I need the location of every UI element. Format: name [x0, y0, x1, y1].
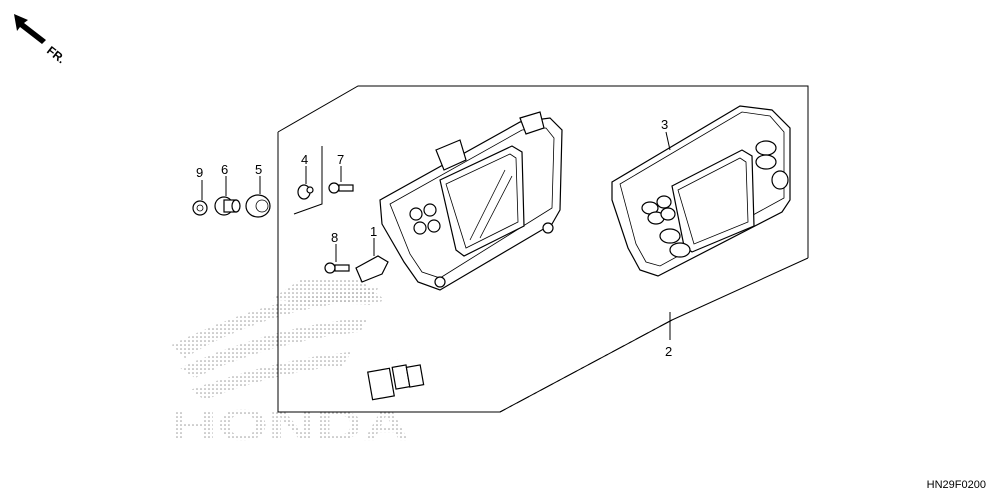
callout-4: 4 [301, 152, 308, 167]
grommet-part-4 [293, 146, 323, 215]
callout-5: 5 [255, 162, 262, 177]
collar-part-6 [214, 196, 241, 216]
callout-6: 6 [221, 162, 228, 177]
screw-part-8 [324, 262, 350, 274]
direction-label: FR. [44, 43, 68, 66]
callout-8: 8 [331, 230, 338, 245]
honda-watermark-text: HONDA [170, 401, 410, 450]
callout-1: 1 [370, 224, 377, 239]
callout-9: 9 [196, 165, 203, 180]
callout-3: 3 [661, 117, 668, 132]
leader-lines [201, 131, 671, 340]
callout-2: 2 [665, 344, 672, 359]
screw-part-7 [328, 182, 354, 194]
honda-wing-watermark [172, 280, 385, 400]
clip-part-1 [355, 255, 389, 283]
front-direction-arrow-icon [14, 14, 46, 44]
assembly-outline-dashed [499, 319, 673, 413]
meter-cover-part-3 [611, 105, 791, 277]
diagram-code: HN29F0200 [927, 479, 986, 491]
callout-7: 7 [337, 152, 344, 167]
nut-part-9 [192, 200, 208, 216]
rubber-mount-part-5 [245, 194, 271, 218]
meter-unit-assembly [367, 111, 563, 401]
